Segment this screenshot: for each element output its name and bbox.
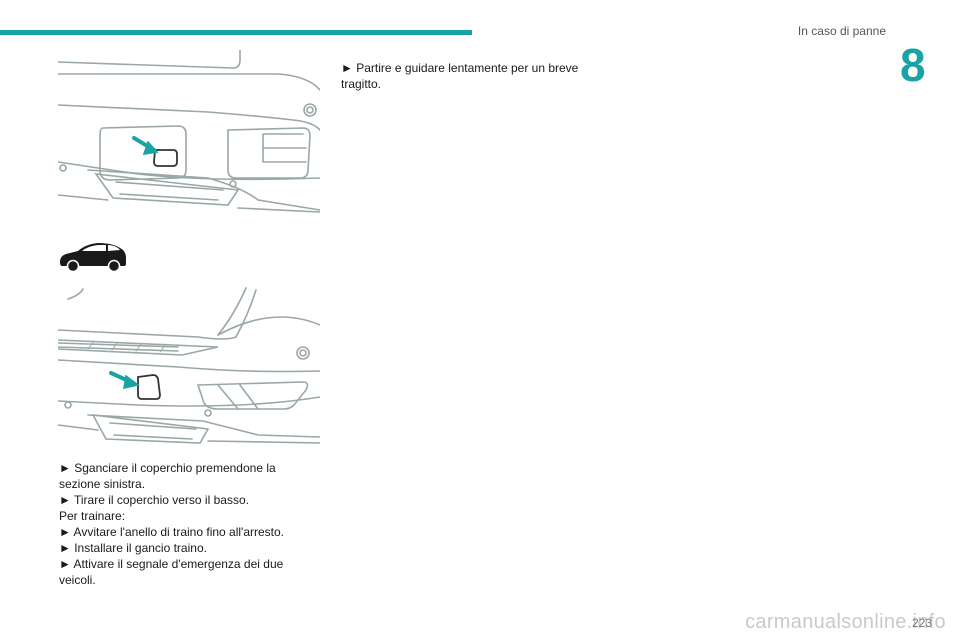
header-accent-bar [0, 30, 472, 35]
rear-bumper-illustration-bottom [58, 287, 320, 444]
step-hazard-lights: ► Attivare il segnale d'emergenza dei du… [59, 557, 284, 587]
towing-heading: Per trainare: [59, 509, 126, 523]
instructions-right: ► Partire e guidare lentamente per un br… [341, 60, 596, 92]
suv-car-silhouette-icon [60, 243, 126, 272]
page-number: 223 [911, 616, 932, 630]
step-release-cover: ► Sganciare il coperchio premendone la s… [59, 461, 276, 491]
step-drive-slowly: ► Partire e guidare lentamente per un br… [341, 61, 579, 91]
rear-bumper-illustration-top [58, 50, 320, 213]
step-screw-tow-eye: ► Avvitare l'anello di traino fino all'a… [59, 525, 285, 539]
step-install-tow-hook: ► Installare il gancio traino. [59, 541, 207, 555]
chapter-number: 8 [900, 39, 926, 91]
instructions-left: ► Sganciare il coperchio premendone la s… [59, 460, 309, 588]
step-pull-cover: ► Tirare il coperchio verso il basso. [59, 493, 249, 507]
section-title: In caso di panne [797, 24, 886, 38]
watermark: carmanualsonline.info [745, 611, 946, 633]
